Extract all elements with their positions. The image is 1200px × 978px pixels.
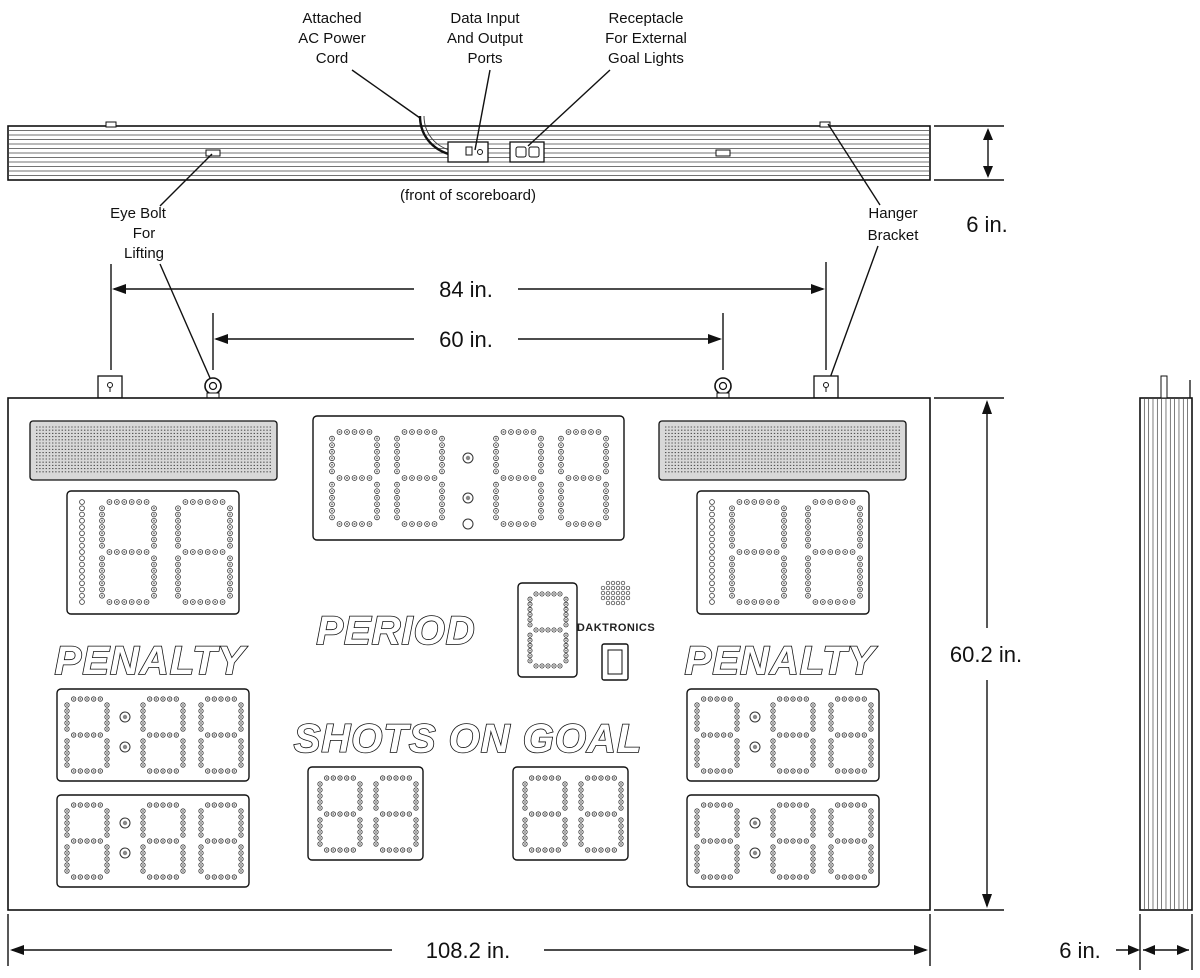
seven-segment-digit [729,499,787,605]
eye-bolt-right-icon [714,377,732,399]
side-depth-dimension: 6 in. [1059,938,1101,963]
top-view-louver-lines [9,130,929,176]
seven-segment-digit [805,499,863,605]
seven-segment-digit [329,429,380,527]
seven-segment-digit [140,802,186,880]
bracket-spacing-dimension: 84 in. [439,277,493,302]
hanger-bracket-label-line2: Bracket [868,227,920,244]
message-center-right [658,420,907,481]
hanger-bracket-left-icon [97,375,123,399]
seven-segment-one [709,499,715,605]
seven-segment-digit [527,591,569,669]
seven-segment-digit [770,696,816,774]
eye-bolt-label-line1: Eye Bolt [110,205,167,222]
horn-grille-icon [600,580,631,606]
brand-plate: DAKTRONICS [577,622,655,634]
width-dimension: 108.2 in. [426,938,510,963]
data-ports-label-line1: Data Input [450,10,520,27]
penalty-label-right: PENALTY [685,639,878,683]
seven-segment-digit [493,429,544,527]
receptacle-label-line3: Goal Lights [608,50,684,67]
seven-segment-digit [198,696,244,774]
data-ports-label-line2: And Output [447,30,524,47]
game-clock-display [312,415,625,541]
seven-segment-digit [578,775,624,853]
seven-segment-digit [770,802,816,880]
seven-segment-digit [522,775,568,853]
home-shots-display [307,766,424,861]
seven-segment-digit [828,802,874,880]
seven-segment-digit [140,696,186,774]
seven-segment-digit [558,429,609,527]
message-center-left [29,420,278,481]
guest-score-display [696,490,870,615]
eye-bolt-left-icon [204,377,222,399]
eyebolt-spacing-dimension: 60 in. [439,327,493,352]
hanger-bracket-label-line1: Hanger [868,205,917,222]
seven-segment-digit [64,696,110,774]
hanger-bracket-right-icon [813,375,839,399]
seven-segment-digit [99,499,157,605]
penalty-label-left: PENALTY [55,639,248,683]
receptacle-label-line2: For External [605,30,687,47]
receptacle-label-line1: Receptacle [608,10,683,27]
seven-segment-digit [175,499,233,605]
seven-segment-digit [373,775,419,853]
power-cord-label-line2: AC Power [298,30,366,47]
seven-segment-digit [828,696,874,774]
eye-bolt-label-line3: Lifting [124,245,164,262]
eye-bolt-label-line2: For [133,225,156,242]
seven-segment-digit [394,429,445,527]
power-cord-icon [418,115,453,157]
shots-on-goal-label: SHOTS ON GOAL [294,717,643,761]
front-caption: (front of scoreboard) [400,187,536,204]
seven-segment-digit [198,802,244,880]
power-cord-label-line1: Attached [302,10,361,27]
message-center-left-matrix [36,426,271,473]
side-view [1139,375,1193,911]
seven-segment-one [79,499,85,605]
height-dimension: 60.2 in. [950,642,1022,667]
data-ports-label-line3: Ports [467,50,502,67]
seven-segment-digit [694,696,740,774]
seven-segment-digit [64,802,110,880]
top-depth-dimension: 6 in. [966,212,1008,237]
home-score-display [66,490,240,615]
period-label: PERIOD [316,609,475,653]
message-center-right-matrix [665,426,900,473]
power-cord-label-line3: Cord [316,50,349,67]
seven-segment-digit [694,802,740,880]
dot-matrix-digits [64,429,874,880]
top-view [7,115,931,181]
guest-shots-display [512,766,629,861]
seven-segment-digit [317,775,363,853]
